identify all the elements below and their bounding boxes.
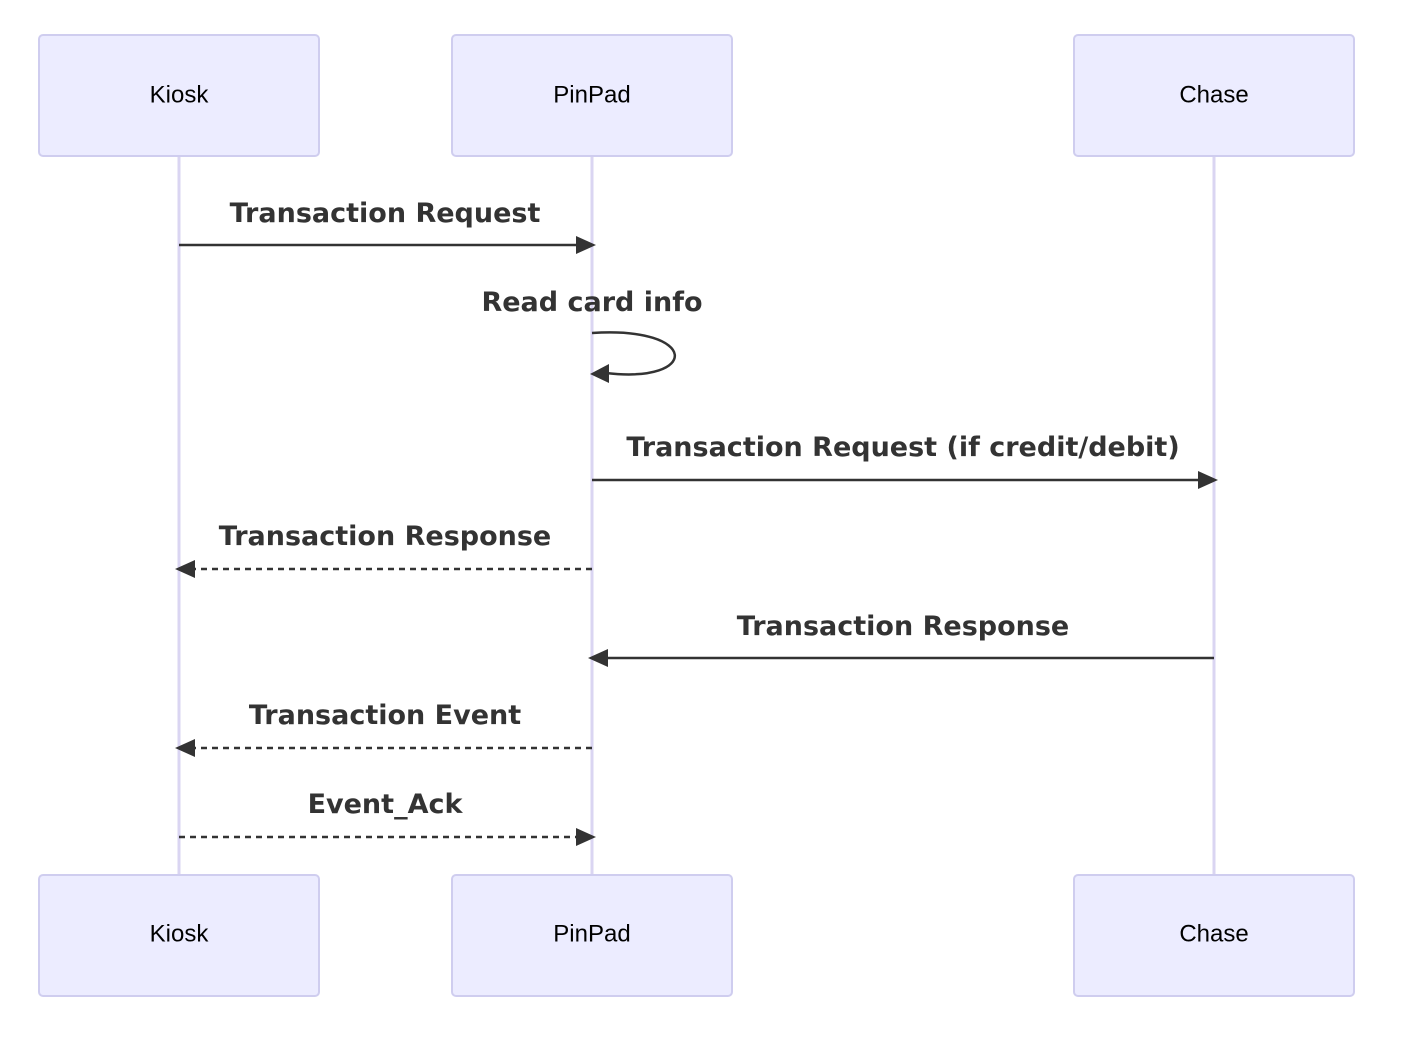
message-transaction-response-to-pinpad: Transaction Response (588, 611, 1214, 667)
arrowhead-icon (588, 649, 608, 667)
actor-pinpad-bottom: PinPad (451, 874, 733, 997)
message-label: Transaction Event (249, 700, 521, 731)
message-label: Transaction Request (230, 198, 541, 229)
actor-label: Chase (1179, 81, 1248, 108)
actor-chase-top: Chase (1073, 34, 1355, 157)
actor-label: Kiosk (150, 920, 210, 947)
message-label: Transaction Response (737, 611, 1070, 642)
message-label: Transaction Request (if credit/debit) (626, 432, 1179, 463)
arrowhead-icon (175, 739, 195, 757)
actor-pinpad-top: PinPad (451, 34, 733, 157)
actor-kiosk-top: Kiosk (38, 34, 320, 157)
actor-chase-bottom: Chase (1073, 874, 1355, 997)
message-label: Read card info (481, 287, 702, 318)
self-loop-arrow (591, 331, 677, 376)
actor-label: Kiosk (150, 81, 210, 108)
arrowhead-icon (1198, 471, 1218, 489)
message-event-ack: Event_Ack (179, 789, 596, 846)
arrowhead-icon (576, 828, 596, 846)
arrowhead-icon (590, 364, 609, 383)
message-label: Transaction Response (219, 521, 552, 552)
message-label: Event_Ack (308, 789, 464, 820)
actor-kiosk-bottom: Kiosk (38, 874, 320, 997)
actor-label: PinPad (553, 81, 630, 108)
message-transaction-request: Transaction Request (179, 198, 596, 254)
message-transaction-response-to-kiosk: Transaction Response (175, 521, 592, 578)
actor-label: PinPad (553, 920, 630, 947)
message-transaction-event: Transaction Event (175, 700, 592, 757)
arrowhead-icon (576, 236, 596, 254)
actor-label: Chase (1179, 920, 1248, 947)
message-read-card-info: Read card info (481, 287, 703, 383)
arrowhead-icon (175, 560, 195, 578)
message-transaction-request-credit-debit: Transaction Request (if credit/debit) (592, 432, 1218, 489)
